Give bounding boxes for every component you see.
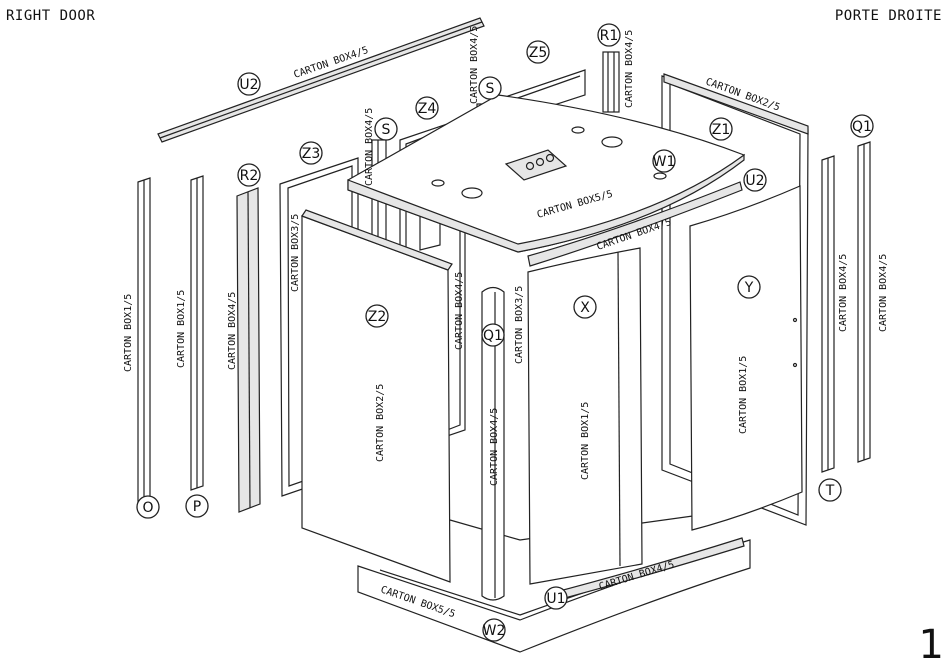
callout-s-mid: S <box>478 76 502 100</box>
svg-text:Z3: Z3 <box>302 146 321 162</box>
svg-text:W1: W1 <box>653 154 676 170</box>
carton-z2-panel: CARTON BOX2/5 <box>375 384 386 462</box>
svg-text:R2: R2 <box>240 168 259 184</box>
callout-q1-center: Q1 <box>481 323 505 347</box>
roof-w1 <box>347 94 746 253</box>
svg-text:X: X <box>580 300 590 316</box>
carton-z5-post: CARTON BOX4/5 <box>454 272 465 350</box>
svg-text:W2: W2 <box>483 623 506 639</box>
callout-t: T <box>818 478 842 502</box>
carton-z4-post: CARTON BOX3/5 <box>514 286 525 364</box>
carton-r1-post: CARTON BOX4/5 <box>624 30 635 108</box>
callout-r1: R1 <box>597 23 621 47</box>
curved-rail-u2 <box>527 181 743 267</box>
carton-p-profile: CARTON BOX1/5 <box>176 290 187 368</box>
callout-z4: Z4 <box>415 96 439 120</box>
svg-text:P: P <box>193 499 201 515</box>
corner-post-r1 <box>602 51 620 113</box>
svg-text:U1: U1 <box>546 591 565 607</box>
callout-s-left: S <box>374 117 398 141</box>
callout-z3: Z3 <box>299 141 323 165</box>
svg-text:Z2: Z2 <box>368 309 387 325</box>
svg-text:Q1: Q1 <box>483 328 503 344</box>
carton-t-profile: CARTON BOX4/5 <box>838 254 849 332</box>
bottom-track-u1 <box>547 537 745 603</box>
callout-q1-right: Q1 <box>850 114 874 138</box>
top-bar-u2 <box>157 17 485 143</box>
callout-r2: R2 <box>237 163 261 187</box>
svg-text:U2: U2 <box>745 173 764 189</box>
carton-x-door: CARTON BOX1/5 <box>580 402 591 480</box>
callout-x: X <box>573 295 597 319</box>
profile-t <box>821 155 835 473</box>
callout-y: Y <box>737 275 761 299</box>
callout-z2: Z2 <box>365 304 389 328</box>
carton-z3-panel: CARTON BOX3/5 <box>290 214 301 292</box>
callout-z1: Z1 <box>709 117 733 141</box>
svg-text:Z4: Z4 <box>418 101 437 117</box>
carton-s-mid-post: CARTON BOX4/5 <box>469 26 480 104</box>
door-x <box>527 247 643 585</box>
profile-q1-right <box>857 141 871 463</box>
callout-w2: W2 <box>482 618 506 642</box>
carton-q1-center-post: CARTON BOX4/5 <box>489 408 500 486</box>
svg-text:T: T <box>825 483 835 499</box>
svg-text:Z5: Z5 <box>529 45 548 61</box>
carton-q1-right-profile: CARTON BOX4/5 <box>878 254 889 332</box>
callout-u1: U1 <box>544 586 568 610</box>
callout-w1: W1 <box>652 149 676 173</box>
svg-text:R1: R1 <box>600 28 619 44</box>
panel-z2 <box>301 209 453 583</box>
svg-text:S: S <box>486 81 495 97</box>
center-post-q1 <box>481 286 505 601</box>
profile-r2 <box>236 187 261 513</box>
header-left-title: RIGHT DOOR <box>6 8 96 24</box>
callout-u2-right: U2 <box>743 168 767 192</box>
header-right-title: PORTE DROITE <box>834 8 942 24</box>
svg-text:S: S <box>382 122 391 138</box>
door-y <box>689 185 803 531</box>
svg-text:Y: Y <box>744 280 754 296</box>
carton-r2-profile: CARTON BOX4/5 <box>227 292 238 370</box>
carton-s-left-post: CARTON BOX4/5 <box>364 108 375 186</box>
callout-z5: Z5 <box>526 40 550 64</box>
svg-text:Q1: Q1 <box>852 119 872 135</box>
profile-p <box>190 175 204 491</box>
callout-o: O <box>136 495 160 519</box>
callout-u2-top: U2 <box>237 72 261 96</box>
callout-p: P <box>185 494 209 518</box>
page-number: 1 <box>918 622 944 668</box>
carton-y-door: CARTON BOX1/5 <box>738 356 749 434</box>
profile-o <box>137 177 151 507</box>
svg-text:Z1: Z1 <box>712 122 731 138</box>
svg-text:O: O <box>142 500 153 516</box>
carton-o-profile: CARTON BOX1/5 <box>123 294 134 372</box>
svg-text:U2: U2 <box>239 77 258 93</box>
